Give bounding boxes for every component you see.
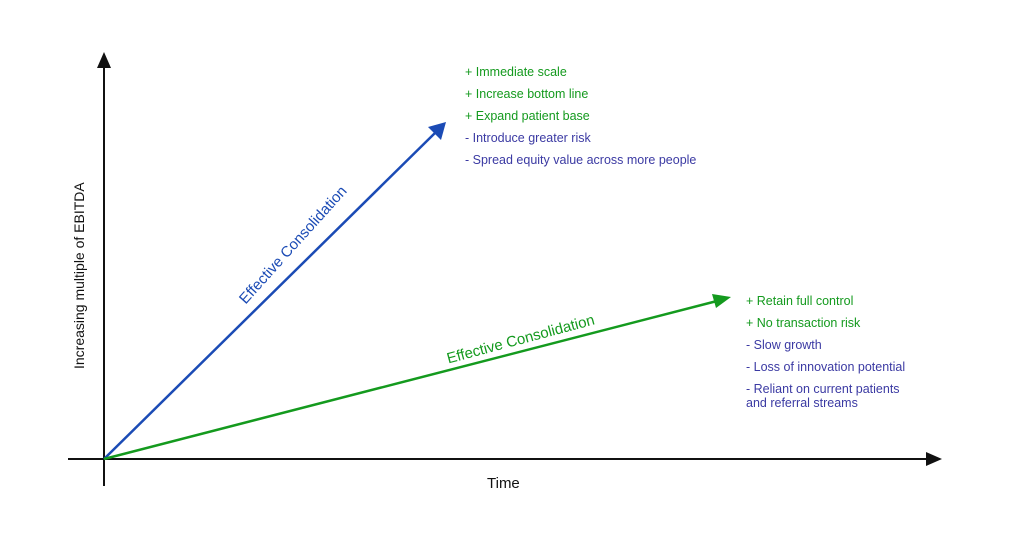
- blue-bullet-2: + Increase bottom line: [465, 87, 589, 101]
- green-bullet-1: + Retain full control: [746, 294, 854, 308]
- y-axis-arrowhead: [97, 52, 111, 68]
- green-path-bullet-list: + Retain full control + No transaction r…: [746, 294, 905, 418]
- blue-bullet-4: - Introduce greater risk: [465, 131, 591, 145]
- blue-bullet-5: - Spread equity value across more people: [465, 153, 697, 167]
- green-growth-arrowhead: [712, 294, 731, 308]
- x-axis-arrowhead: [926, 452, 942, 466]
- blue-path-bullet-list: + Immediate scale + Increase bottom line…: [465, 65, 696, 175]
- green-growth-arrow-line: [103, 299, 718, 461]
- blue-growth-arrow-line: [103, 131, 437, 460]
- green-bullet-2: + No transaction risk: [746, 316, 861, 330]
- y-axis-title: Increasing multiple of EBITDA: [71, 182, 87, 369]
- blue-bullet-3: + Expand patient base: [465, 109, 590, 123]
- blue-growth-arrowhead: [428, 122, 446, 140]
- x-axis-title: Time: [487, 475, 520, 492]
- green-bullet-3: - Slow growth: [746, 338, 822, 352]
- blue-bullet-1: + Immediate scale: [465, 65, 567, 79]
- green-bullet-5: - Reliant on current patients and referr…: [746, 382, 900, 410]
- green-bullet-4: - Loss of innovation potential: [746, 360, 906, 374]
